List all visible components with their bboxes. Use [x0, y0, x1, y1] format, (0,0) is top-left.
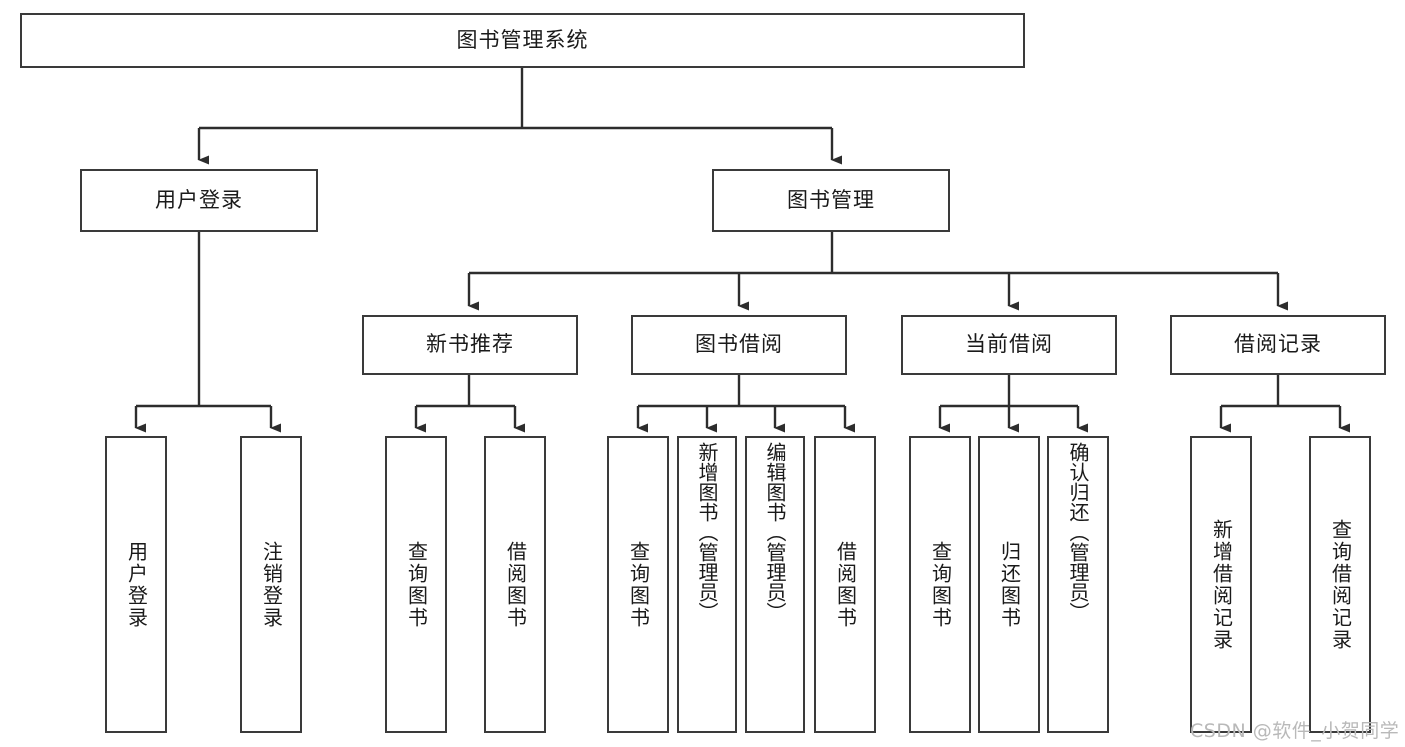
csdn-watermark: CSDN @软件_小贺同学 — [1190, 720, 1400, 742]
node-new-book-recommend[interactable]: 新书推荐 — [362, 315, 578, 375]
node-label: 注销登录 — [259, 540, 284, 629]
node-label: 查询图书 — [404, 540, 429, 629]
node-label: 新增图书（管理员） — [695, 442, 719, 622]
node-borrow-record[interactable]: 借阅记录 — [1170, 315, 1386, 375]
node-user-login[interactable]: 用户登录 — [80, 169, 318, 232]
node-book-management[interactable]: 图书管理 — [712, 169, 950, 232]
leaf-book-borrow-borrow[interactable]: 借阅图书 — [814, 436, 876, 733]
leaf-current-borrow-confirm-admin[interactable]: 确认归还（管理员） — [1047, 436, 1109, 733]
leaf-current-borrow-query[interactable]: 查询图书 — [909, 436, 971, 733]
leaf-book-borrow-add-admin[interactable]: 新增图书（管理员） — [677, 436, 737, 733]
node-label: 图书管理 — [787, 187, 875, 212]
leaf-book-borrow-query[interactable]: 查询图书 — [607, 436, 669, 733]
node-label: 编辑图书（管理员） — [763, 442, 787, 622]
node-label: 借阅记录 — [1234, 332, 1322, 357]
node-label: 用户登录 — [155, 187, 243, 212]
node-label: 借阅图书 — [833, 540, 858, 629]
node-root-book-management-system[interactable]: 图书管理系统 — [20, 13, 1025, 68]
node-current-borrow[interactable]: 当前借阅 — [901, 315, 1117, 375]
node-label: 借阅图书 — [503, 540, 528, 629]
leaf-borrow-record-add[interactable]: 新增借阅记录 — [1190, 436, 1252, 733]
leaf-user-login-login[interactable]: 用户登录 — [105, 436, 167, 733]
leaf-new-book-query[interactable]: 查询图书 — [385, 436, 447, 733]
node-label: 查询图书 — [626, 540, 651, 629]
node-label: 图书管理系统 — [456, 27, 589, 52]
leaf-user-login-logout[interactable]: 注销登录 — [240, 436, 302, 733]
leaf-book-borrow-edit-admin[interactable]: 编辑图书（管理员） — [745, 436, 805, 733]
node-label: 新增借阅记录 — [1209, 518, 1234, 651]
node-label: 查询图书 — [928, 540, 953, 629]
node-label: 图书借阅 — [695, 332, 783, 357]
leaf-current-borrow-return[interactable]: 归还图书 — [978, 436, 1040, 733]
node-label: 新书推荐 — [426, 332, 514, 357]
node-label: 查询借阅记录 — [1328, 518, 1353, 651]
leaf-borrow-record-query[interactable]: 查询借阅记录 — [1309, 436, 1371, 733]
node-book-borrow[interactable]: 图书借阅 — [631, 315, 847, 375]
leaf-new-book-borrow[interactable]: 借阅图书 — [484, 436, 546, 733]
node-label: 确认归还（管理员） — [1066, 442, 1090, 622]
node-label: 用户登录 — [124, 540, 149, 629]
node-label: 归还图书 — [997, 540, 1022, 629]
node-label: 当前借阅 — [965, 332, 1053, 357]
